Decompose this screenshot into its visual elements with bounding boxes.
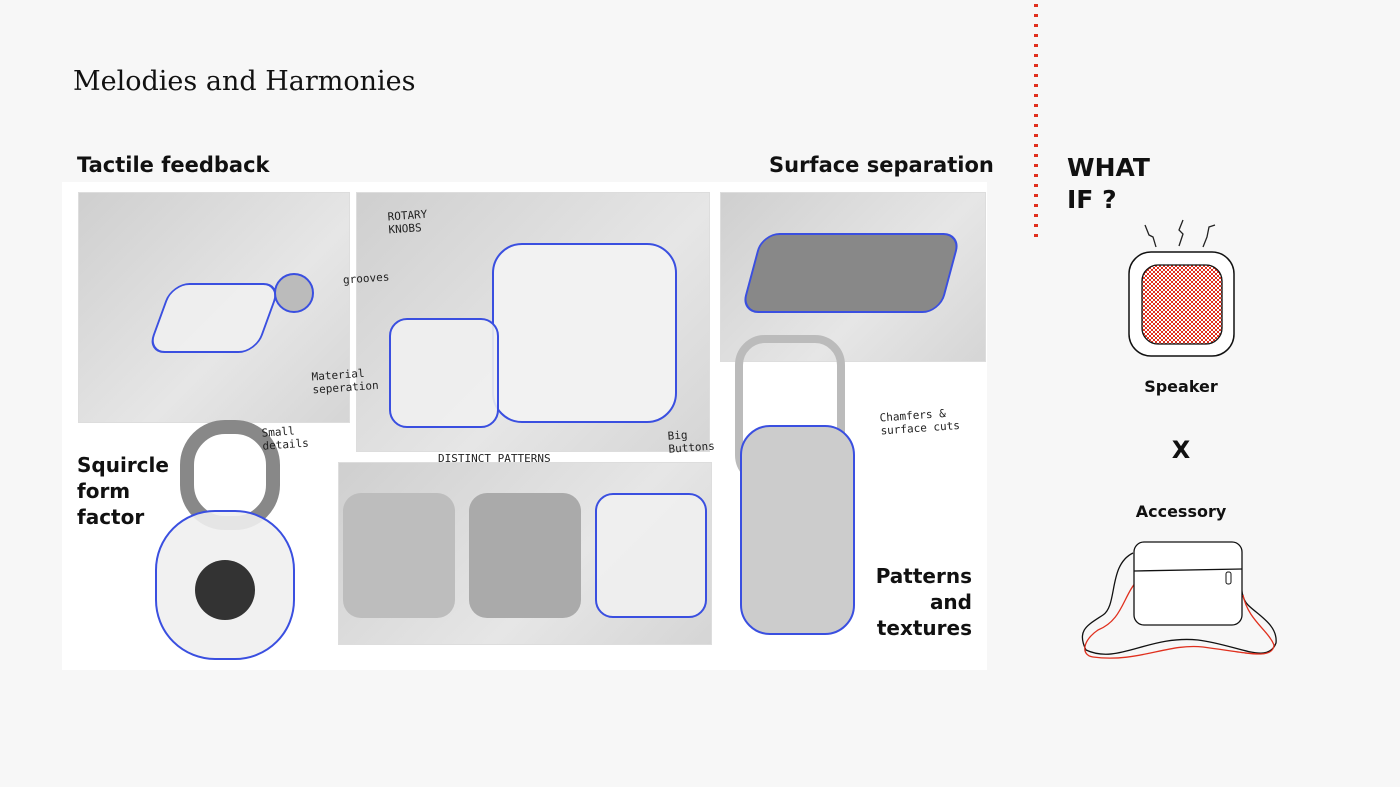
- dotted-divider: [1034, 4, 1038, 238]
- heading-patterns-textures: Patterns and textures: [875, 564, 972, 640]
- annotation-big-buttons: Big Buttons: [667, 428, 716, 456]
- accessory-label: Accessory: [1135, 502, 1227, 521]
- page-title: Melodies and Harmonies: [73, 66, 416, 97]
- photo-synth-modules: [78, 192, 350, 423]
- photo-carabiner-speaker: [725, 335, 865, 645]
- speaker-icon: [1128, 219, 1235, 357]
- heading-squircle-form-factor: Squircle form factor: [77, 453, 169, 529]
- heading-surface-separation: Surface separation: [769, 153, 994, 177]
- photo-kids-players: [356, 192, 710, 452]
- x-symbol: X: [1171, 436, 1191, 464]
- annotation-rotary-knobs: ROTARY KNOBS: [387, 207, 428, 237]
- heading-tactile-feedback: Tactile feedback: [77, 153, 270, 177]
- photo-game-speakers: [338, 462, 712, 645]
- photo-junkbot: [720, 192, 986, 362]
- bag-icon: [1081, 541, 1277, 659]
- photo-instax-camera: [150, 420, 330, 660]
- what-if-heading: WHAT IF ?: [1067, 153, 1150, 214]
- speaker-label: Speaker: [1144, 377, 1218, 396]
- annotation-distinct-patterns: DISTINCT PATTERNS: [438, 452, 551, 465]
- annotation-small-details: Small details: [261, 424, 310, 453]
- annotation-material-separation: Material seperation: [311, 366, 380, 397]
